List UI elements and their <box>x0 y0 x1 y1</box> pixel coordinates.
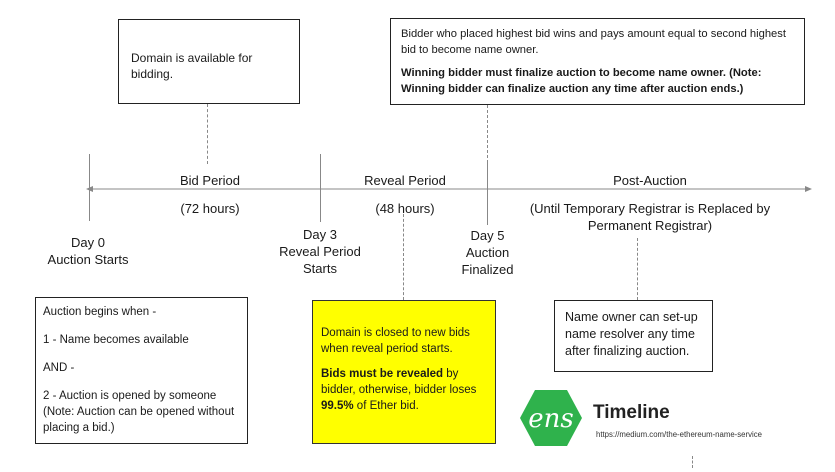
connector-post <box>637 238 638 300</box>
milestone-day3: Day 3 Reveal Period Starts <box>265 226 375 277</box>
bid-period-title: Bid Period <box>180 173 240 188</box>
day5-desc2: Finalized <box>461 262 514 277</box>
ens-logo-mark: ens <box>528 404 573 434</box>
reveal-rest-text: by bidder, otherwise, bidder loses <box>321 368 477 396</box>
logo-title: Timeline <box>593 402 670 423</box>
day5-desc1: Auction <box>465 245 510 260</box>
post-auction-title: Post-Auction <box>613 173 687 188</box>
connector-bottom <box>692 456 693 468</box>
condition-two: 2 - Auction is opened by someone (Note: … <box>43 390 235 434</box>
condition-and: AND - <box>43 362 75 374</box>
bid-period-duration: (72 hours) <box>180 201 240 216</box>
reveal-percent-text: 99.5% <box>321 400 354 412</box>
day0-label: Day 0 <box>71 235 105 250</box>
reveal-bold-text: Bids must be revealed <box>321 368 444 380</box>
post-auction-note: (Until Temporary Registrar is Replaced b… <box>529 201 771 233</box>
day3-desc2: Starts <box>303 261 337 276</box>
winner-rule-text: Bidder who placed highest bid wins and p… <box>401 28 786 56</box>
condition-one: 1 - Name becomes available <box>43 334 189 346</box>
milestone-day0: Day 0 Auction Starts <box>38 234 138 268</box>
tick-day5 <box>487 163 488 225</box>
reveal-closed-text: Domain is closed to new bids when reveal… <box>321 327 470 355</box>
auction-winner-box: Bidder who placed highest bid wins and p… <box>390 18 805 105</box>
finalize-rule-text: Winning bidder must finalize auction to … <box>401 67 762 95</box>
reveal-end-text: of Ether bid. <box>353 400 419 412</box>
reveal-period-title: Reveal Period <box>364 173 446 188</box>
tick-day0 <box>89 154 90 221</box>
day0-desc: Auction Starts <box>47 252 129 267</box>
auction-begins-title: Auction begins when - <box>43 306 157 318</box>
day3-desc1: Reveal Period <box>279 244 361 259</box>
ens-logo-icon: ens <box>520 390 582 446</box>
reveal-rules-box: Domain is closed to new bids when reveal… <box>312 300 496 444</box>
tick-day3 <box>320 154 321 222</box>
resolver-text: Name owner can set-up name resolver any … <box>565 310 698 358</box>
milestone-day5: Day 5 Auction Finalized <box>450 227 525 278</box>
day5-label: Day 5 <box>470 228 505 243</box>
resolver-box: Name owner can set-up name resolver any … <box>554 300 713 372</box>
connector-top-left <box>207 104 208 164</box>
connector-top-right <box>487 105 488 163</box>
reveal-period-duration: (48 hours) <box>375 201 435 216</box>
connector-reveal <box>403 214 404 300</box>
logo-url: https://medium.com/the-ethereum-name-ser… <box>596 430 762 439</box>
day3-label: Day 3 <box>303 227 337 242</box>
bidding-available-text: Domain is available for bidding. <box>131 51 253 81</box>
auction-begins-box: Auction begins when - 1 - Name becomes a… <box>35 297 248 444</box>
bidding-available-box: Domain is available for bidding. <box>118 19 300 104</box>
